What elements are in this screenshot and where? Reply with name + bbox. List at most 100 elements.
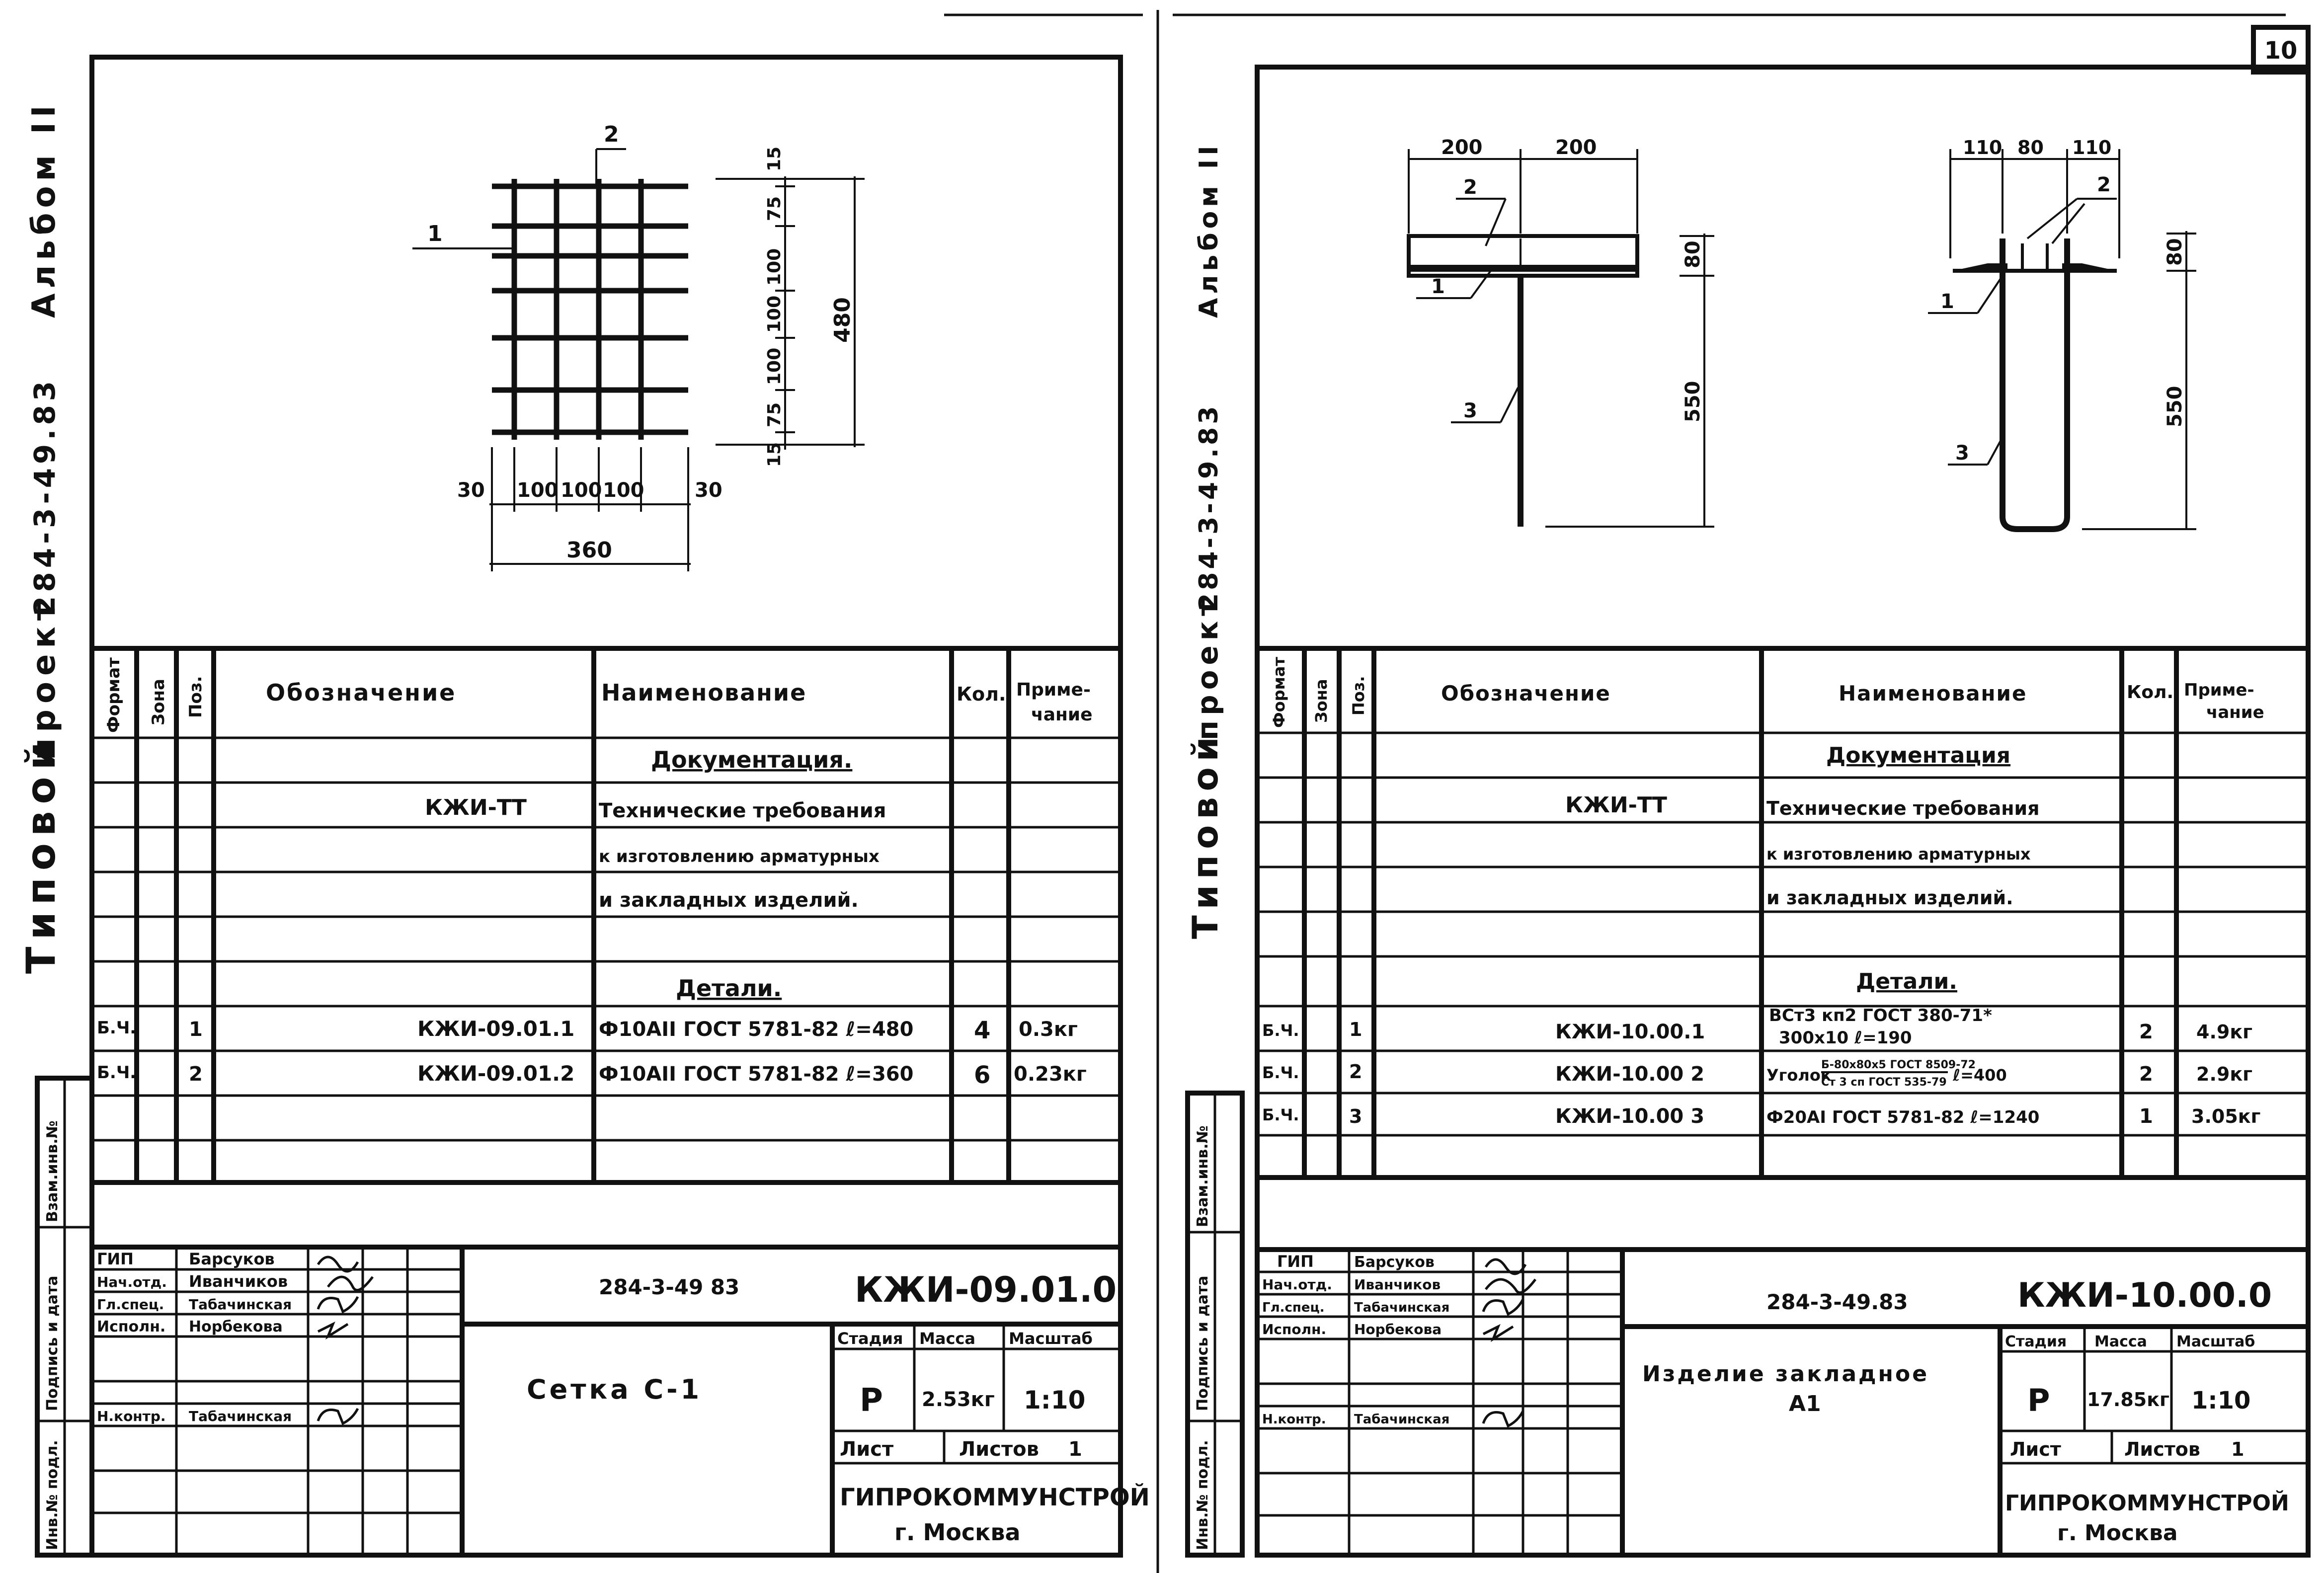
hdr-note-b: чание <box>1031 705 1093 725</box>
tb-nach-name: Иванчиков <box>189 1272 288 1291</box>
r-row3-note: 3.05кг <box>2191 1105 2260 1127</box>
section-details-r: Детали. <box>1856 969 1957 994</box>
a-pos-3: 3 <box>1463 399 1477 422</box>
r-row2-designation: КЖИ-10.00 2 <box>1555 1063 1704 1086</box>
dim-80-a: 80 <box>1682 240 1704 268</box>
dim-x-4: 100 <box>603 479 644 502</box>
r-row1-format: Б.Ч. <box>1262 1021 1299 1040</box>
tb-glspec-name: Табачинская <box>189 1296 292 1313</box>
doc-line-1: Технические требования <box>599 799 886 822</box>
r-row3-designation: КЖИ-10.00 3 <box>1555 1105 1704 1128</box>
stamp-vzam-right: Взам.инв.№ <box>1194 1125 1211 1227</box>
row2-qty: 6 <box>974 1061 990 1089</box>
r-tb-nach-role: Нач.отд. <box>1262 1276 1332 1293</box>
doc-line-3-r: и закладных изделий. <box>1766 887 2013 909</box>
r-tb-scale-label: Масштаб <box>2176 1333 2255 1350</box>
dim-y-2: 75 <box>764 196 785 221</box>
hdr-qty-r: Кол. <box>2127 682 2173 703</box>
mesh-drawing: 1 2 30 100 100 100 30 360 <box>412 122 865 571</box>
stamp-inv-right: Инв.№ подл. <box>1194 1440 1211 1550</box>
r-row2-pos: 2 <box>1349 1061 1362 1083</box>
r-tb-nach-name: Иванчиков <box>1354 1276 1441 1293</box>
r-tb-sheets-label: Листов <box>2124 1438 2200 1460</box>
r-tb-ispoln-name: Норбекова <box>1354 1321 1442 1337</box>
series-label: Типовой <box>18 735 64 974</box>
dim-x-total: 360 <box>566 538 612 563</box>
hdr-note-a: Приме- <box>1016 680 1091 700</box>
r-row2-format: Б.Ч. <box>1262 1063 1299 1082</box>
tb-scale-label: Масштаб <box>1009 1329 1093 1348</box>
dim-x-3: 100 <box>561 479 602 502</box>
table-row: Б.Ч. 1 КЖИ-10.00.1 ВСт3 кп2 ГОСТ 380-71*… <box>1262 1006 2252 1048</box>
right-sheet: 200 200 80 550 2 1 3 <box>1255 65 2311 1558</box>
pos-1-callout: 1 <box>427 221 443 246</box>
doc-designation-r: КЖИ-ТТ <box>1565 792 1667 818</box>
project-label: проект <box>26 596 63 760</box>
section-documentation: Документация. <box>651 746 852 773</box>
left-title-block: ГИП Барсуков Нач.отд. Иванчиков Гл.спец.… <box>92 1247 1150 1555</box>
r-tb-doc-code: КЖИ-10.00.0 <box>2017 1276 2272 1315</box>
r-tb-gip-role: ГИП <box>1277 1252 1314 1271</box>
r-tb-glspec-role: Гл.спец. <box>1262 1300 1325 1315</box>
tb-sheet-label: Лист <box>840 1438 894 1461</box>
stamp-inv: Инв.№ подл. <box>44 1440 61 1550</box>
tb-glspec-role: Гл.спец. <box>97 1296 164 1313</box>
row2-name: Ф10АII ГОСТ 5781-82 ℓ=360 <box>599 1063 913 1086</box>
row1-format: Б.Ч. <box>97 1018 136 1038</box>
series-label-right: Типовой <box>1185 731 1226 939</box>
r-tb-title-a: Изделие закладное <box>1642 1361 1929 1387</box>
a-pos-2: 2 <box>1463 176 1477 199</box>
r-tb-org-1: ГИПРОКОММУНСТРОЙ <box>2005 1490 2289 1516</box>
right-title-block: ГИП Барсуков Нач.отд. Иванчиков Гл.спец.… <box>1257 1250 2308 1555</box>
right-margin-text: Типовой проект 284-3-49.83 Альбом II <box>1185 142 1226 939</box>
hdr-designation-r: Обозначение <box>1441 681 1611 706</box>
table-row: Б.Ч. 3 КЖИ-10.00 3 Ф20АI ГОСТ 5781-82 ℓ=… <box>1262 1105 2260 1128</box>
tb-scale: 1:10 <box>1024 1386 1085 1415</box>
tb-stage-label: Стадия <box>837 1329 903 1348</box>
row1-note: 0.3кг <box>1019 1018 1078 1041</box>
r-row1-name-b: 300х10 ℓ=190 <box>1779 1028 1912 1048</box>
tb-sheets-label: Листов <box>959 1438 1039 1461</box>
b-pos-2: 2 <box>2097 173 2111 196</box>
hdr-zone: Зона <box>149 679 168 725</box>
r-row2-note: 2.9кг <box>2196 1063 2252 1085</box>
hdr-note-a-r: Приме- <box>2184 680 2254 700</box>
left-sheet-frame <box>89 55 1123 1558</box>
hdr-qty: Кол. <box>957 683 1006 705</box>
hdr-pos-r: Поз. <box>1349 676 1368 715</box>
r-tb-gip-name: Барсуков <box>1354 1254 1435 1271</box>
dim-550-b: 550 <box>2164 386 2186 428</box>
stamp-vzam: Взам.инв.№ <box>44 1120 61 1222</box>
right-spec-table: Формат Зона Поз. Обозначение Наименовани… <box>1257 646 2308 1252</box>
r-row2-name-a: Уголок <box>1766 1066 1832 1085</box>
dim-550-a: 550 <box>1682 381 1704 423</box>
project-code: 284-3-49.83 <box>28 377 62 616</box>
section-documentation-r: Документация <box>1826 743 2010 768</box>
dim-110-b: 110 <box>2072 137 2111 158</box>
r-tb-mass: 17.85кг <box>2087 1389 2169 1411</box>
b-pos-1: 1 <box>1940 290 1954 313</box>
right-stamp-strip: Взам.инв.№ Подпись и дата Инв.№ подл. <box>1185 1091 1245 1558</box>
dim-y-1: 15 <box>764 147 785 171</box>
tb-title: Сетка С-1 <box>527 1374 702 1405</box>
dim-80-top: 80 <box>2017 137 2044 158</box>
r-tb-glspec-name: Табачинская <box>1354 1300 1449 1315</box>
hdr-pos: Поз. <box>186 676 206 718</box>
tb-nkontr-name: Табачинская <box>189 1408 292 1424</box>
tb-org-1: ГИПРОКОММУНСТРОЙ <box>840 1483 1150 1511</box>
row2-format: Б.Ч. <box>97 1063 136 1083</box>
section-details: Детали. <box>676 975 782 1002</box>
row1-qty: 4 <box>974 1017 990 1044</box>
doc-designation: КЖИ-ТТ <box>425 795 527 820</box>
a-pos-1: 1 <box>1431 275 1445 298</box>
r-tb-org-2: г. Москва <box>2057 1520 2178 1546</box>
hdr-designation: Обозначение <box>266 679 456 706</box>
r-tb-mass-label: Масса <box>2094 1333 2147 1350</box>
r-tb-project-code: 284-3-49.83 <box>1766 1290 1908 1314</box>
r-row3-pos: 3 <box>1349 1105 1362 1127</box>
r-row1-note: 4.9кг <box>2196 1021 2252 1043</box>
stamp-podpis-right: Подпись и дата <box>1194 1276 1211 1411</box>
r-row1-name-a: ВСт3 кп2 ГОСТ 380-71* <box>1769 1006 1992 1025</box>
row1-name: Ф10АII ГОСТ 5781-82 ℓ=480 <box>599 1018 913 1041</box>
tb-org-2: г. Москва <box>894 1519 1021 1546</box>
